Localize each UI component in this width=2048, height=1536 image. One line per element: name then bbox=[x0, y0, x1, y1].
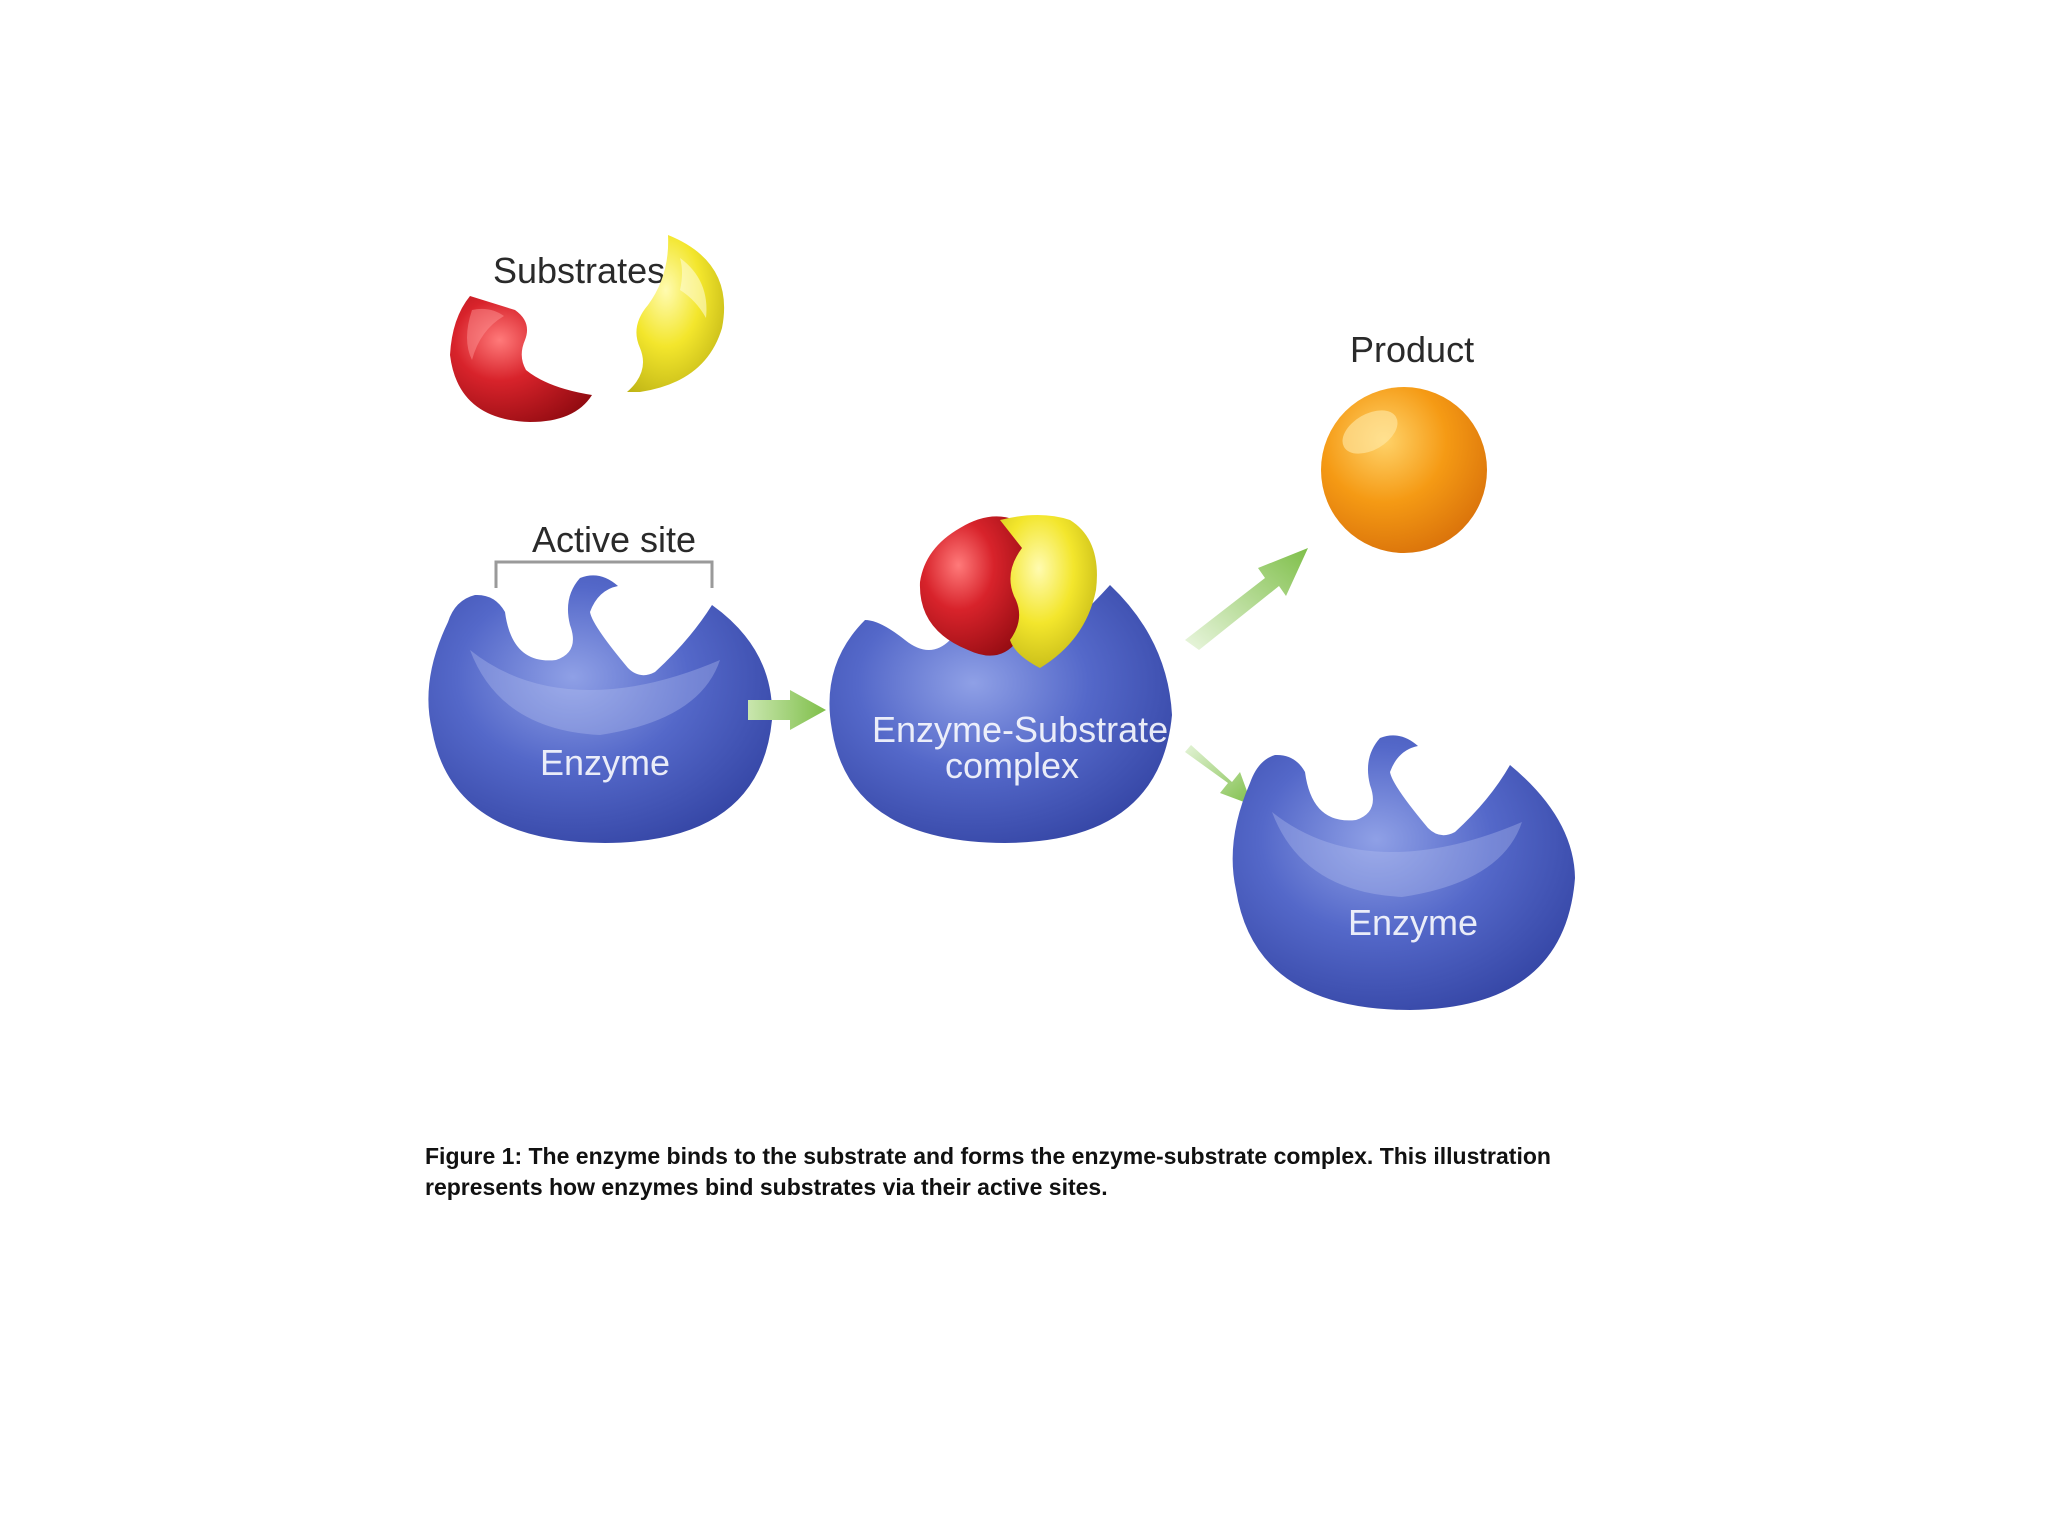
enzyme-right-shine bbox=[1272, 812, 1522, 897]
red-substrate-highlight bbox=[467, 308, 504, 360]
substrates-label: Substrates bbox=[493, 250, 665, 291]
arrow-to-product bbox=[1185, 548, 1308, 650]
active-site-bracket bbox=[494, 560, 714, 588]
enzyme-left-body bbox=[428, 575, 773, 843]
figure-caption: Figure 1: The enzyme binds to the substr… bbox=[425, 1143, 1551, 1200]
product-label: Product bbox=[1350, 329, 1474, 370]
complex-enzyme-body bbox=[829, 585, 1172, 843]
active-site-group: Active site bbox=[494, 519, 714, 588]
arrow-to-released-enzyme bbox=[1185, 745, 1252, 805]
substrates-group: Substrates bbox=[450, 235, 725, 422]
red-substrate bbox=[450, 296, 592, 422]
complex-label-line1: Enzyme-Substrate bbox=[872, 709, 1168, 750]
complex-yellow-substrate bbox=[1000, 515, 1097, 668]
complex-label-line2: complex bbox=[945, 745, 1079, 786]
product-group: Product bbox=[1321, 329, 1487, 553]
product-sphere bbox=[1321, 387, 1487, 553]
enzyme-substrate-complex: Enzyme-Substrate complex bbox=[829, 515, 1172, 843]
product-highlight bbox=[1342, 410, 1398, 454]
enzyme-left-label: Enzyme bbox=[540, 742, 670, 783]
enzyme-right: Enzyme bbox=[1232, 735, 1575, 1010]
enzyme-left-shine bbox=[470, 650, 720, 735]
complex-red-substrate bbox=[919, 516, 1030, 656]
yellow-substrate bbox=[627, 235, 725, 392]
active-site-label: Active site bbox=[532, 519, 696, 560]
enzyme-right-label: Enzyme bbox=[1348, 902, 1478, 943]
yellow-substrate-highlight bbox=[680, 258, 707, 318]
enzyme-right-body bbox=[1232, 735, 1575, 1010]
enzyme-left: Enzyme bbox=[428, 575, 773, 843]
arrow-to-complex bbox=[748, 690, 826, 730]
